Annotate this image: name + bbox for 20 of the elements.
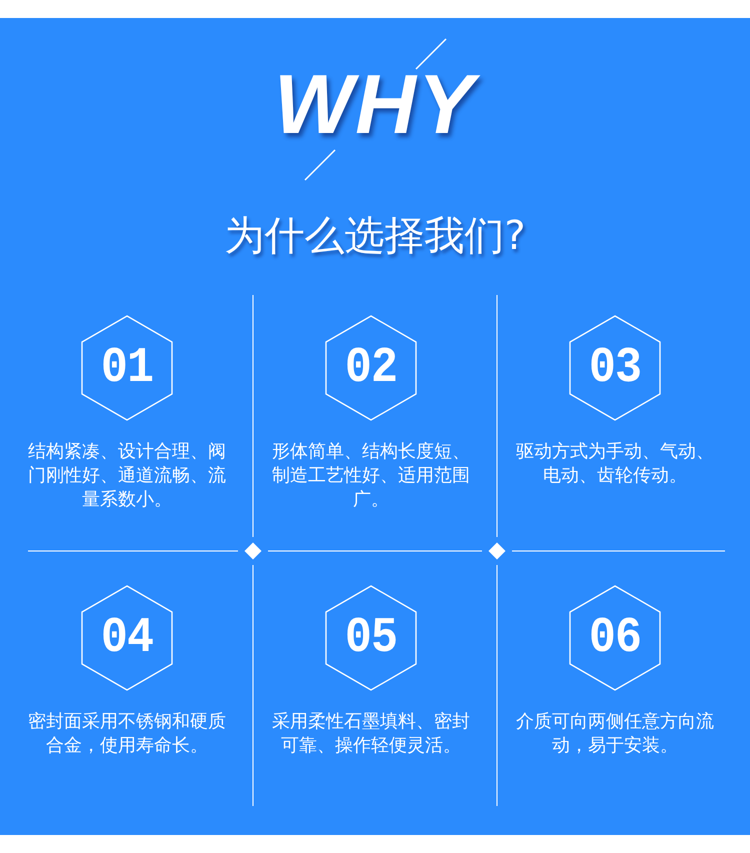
- hexagon-badge: [81, 585, 173, 691]
- hexagon-badge: [569, 315, 661, 421]
- hexagon-badge: [81, 315, 173, 421]
- number-text: 03: [588, 340, 642, 396]
- description-text: 采用柔性石墨填料、密封可靠、操作轻便灵活。: [271, 710, 471, 758]
- number-text: 04: [100, 610, 154, 666]
- hexagon-badge: [325, 315, 417, 421]
- number-text: 02: [344, 340, 398, 396]
- description-text: 介质可向两侧任意方向流动，易于安装。: [515, 710, 715, 758]
- number-text: 01: [100, 340, 154, 396]
- description-text: 驱动方式为手动、气动、电动、齿轮传动。: [515, 440, 715, 488]
- hexagon-badge: [325, 585, 417, 691]
- heading-text: WHY: [200, 62, 550, 146]
- description-text: 结构紧凑、设计合理、阀门刚性好、通道流畅、流量系数小。: [27, 440, 227, 512]
- description-text: 形体简单、结构长度短、制造工艺性好、适用范围广。: [271, 440, 471, 512]
- number-text: 06: [588, 610, 642, 666]
- subheading-text: 为什么选择我们?: [223, 212, 527, 260]
- hexagon-badge: [569, 585, 661, 691]
- number-text: 05: [344, 610, 398, 666]
- description-text: 密封面采用不锈钢和硬质合金，使用寿命长。: [27, 710, 227, 758]
